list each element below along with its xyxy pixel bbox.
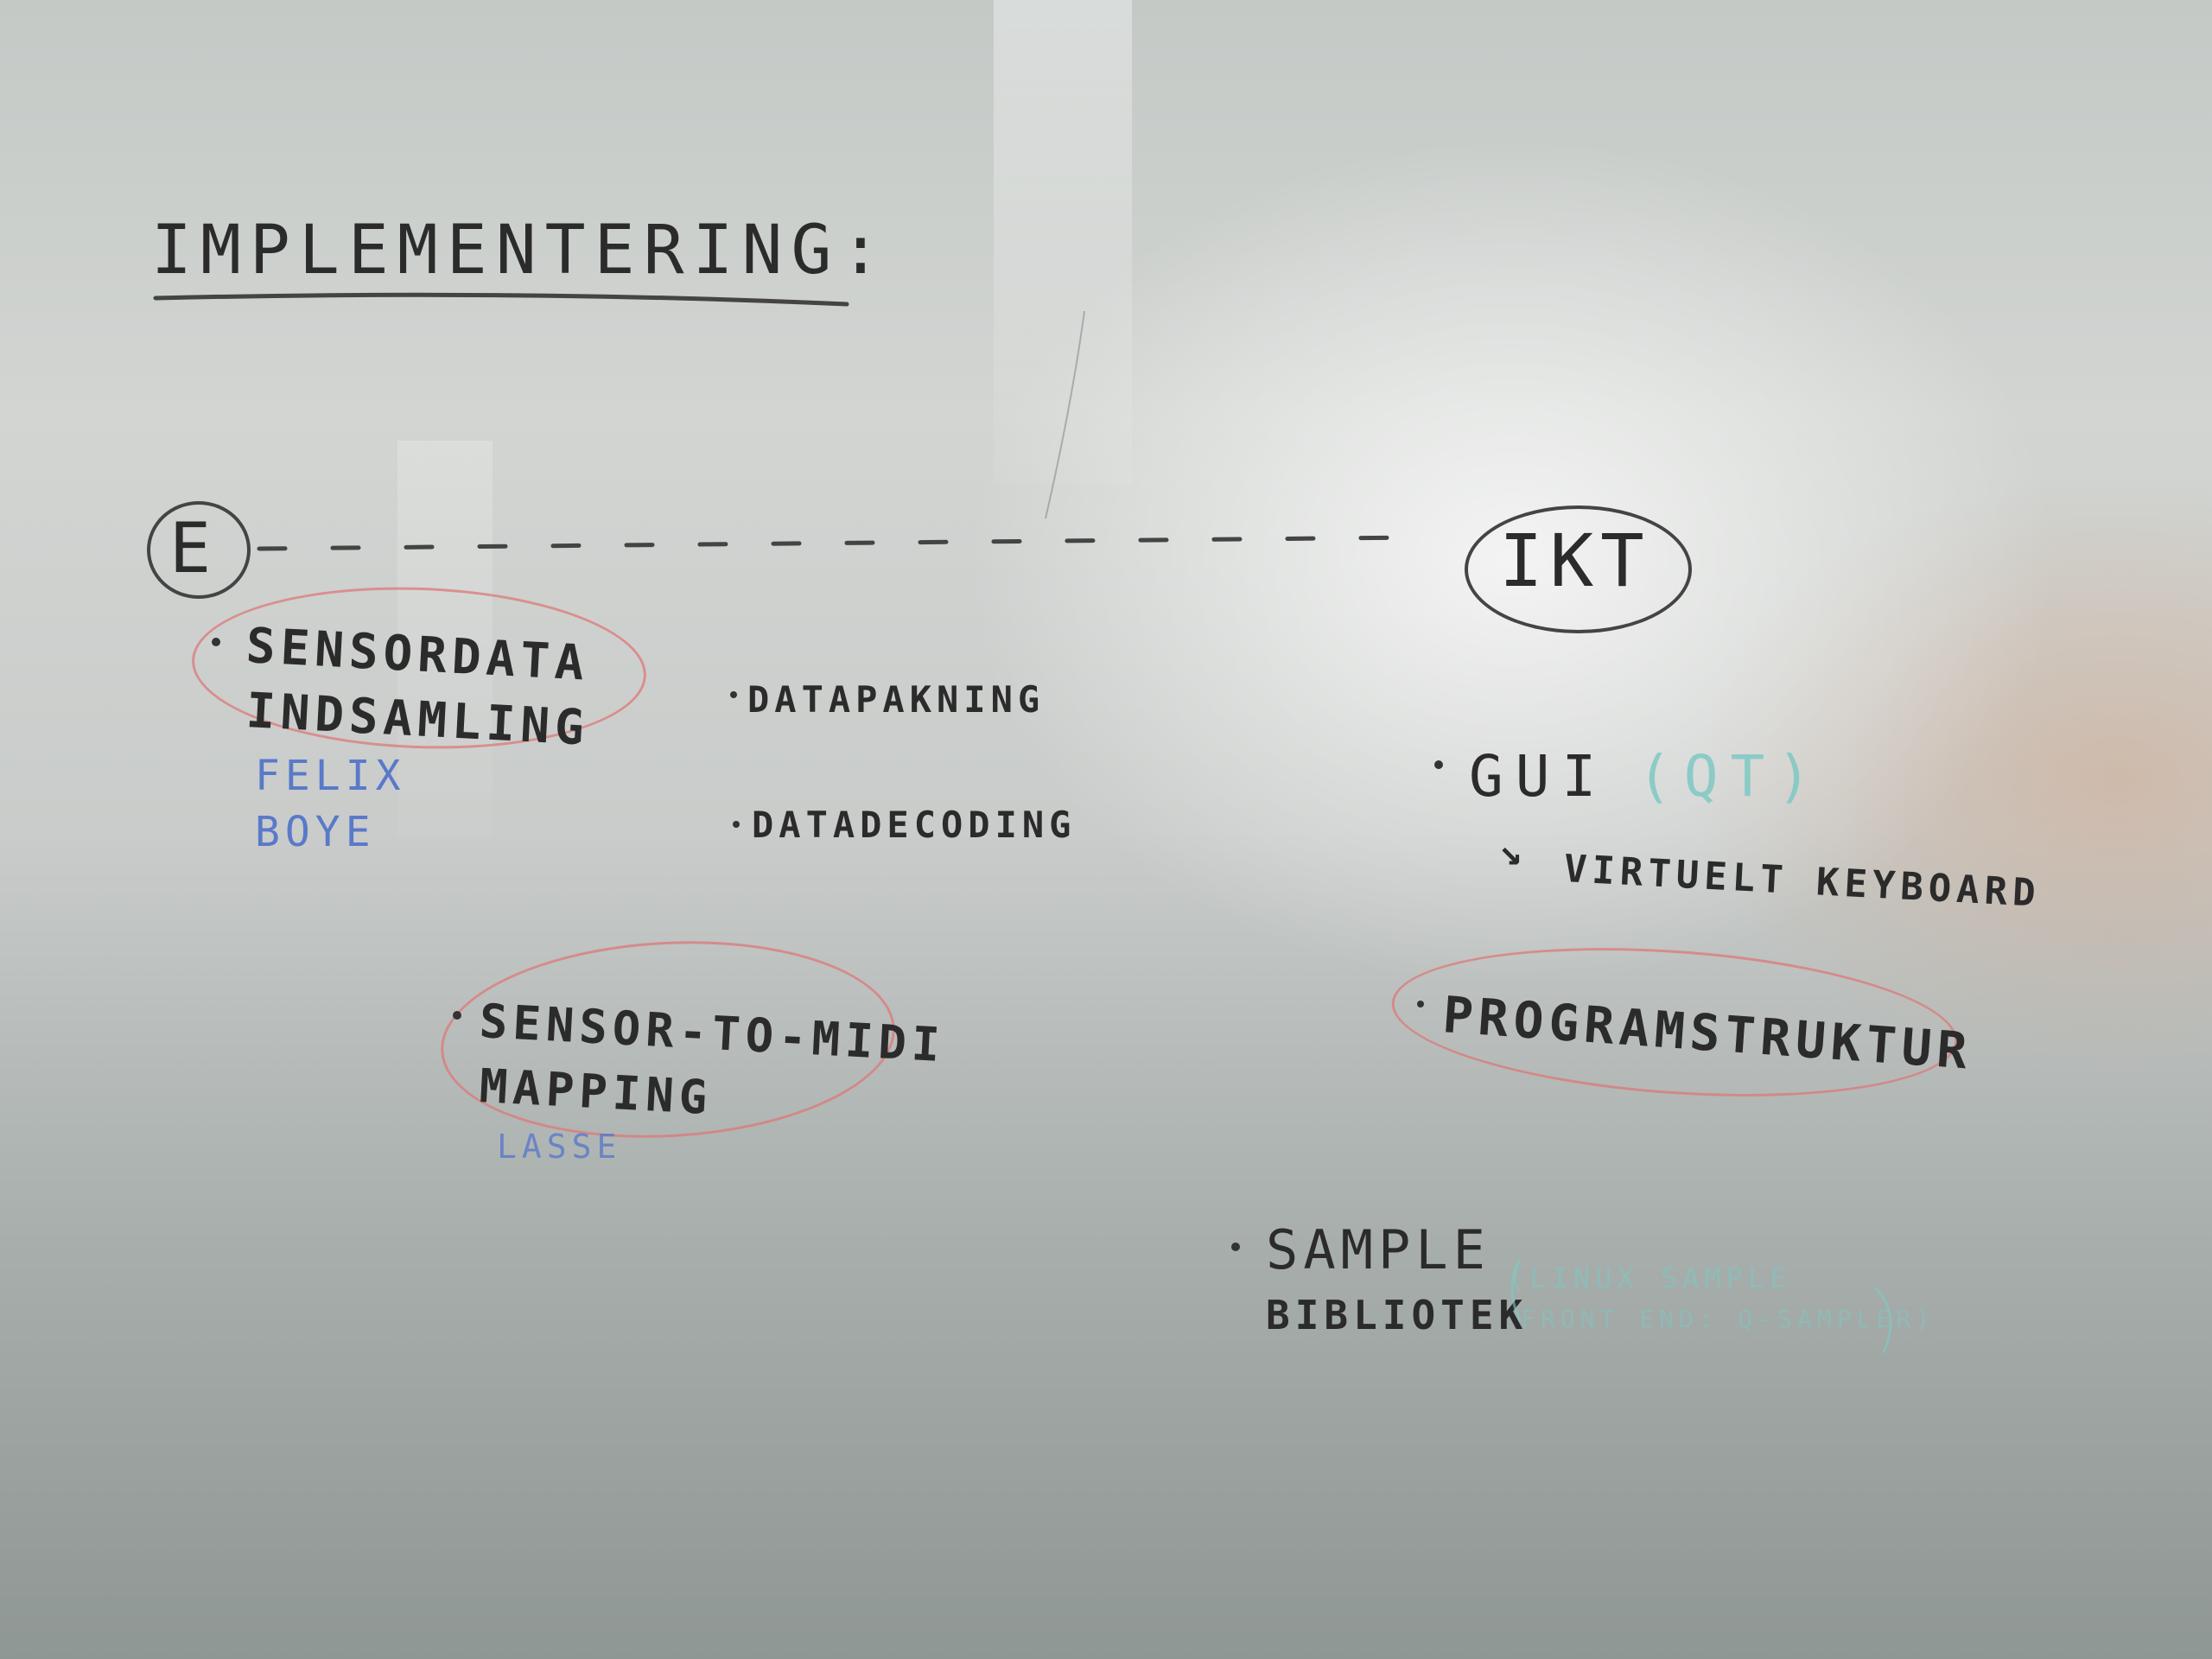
programstruktur-bullet (1417, 1001, 1424, 1007)
sensor-midi-name: LASSE (497, 1128, 622, 1166)
datapakning: DATAPAKNING (747, 678, 1046, 721)
node-e-label: E (169, 508, 217, 588)
sample-note-bracket-right (1873, 1286, 1892, 1353)
sensor-midi-bullet (453, 1011, 461, 1020)
sample-line1: SAMPLE (1266, 1218, 1491, 1281)
dashed-connector (257, 535, 1420, 551)
gui-label: GUI (1469, 743, 1609, 810)
gui-note: (QT) (1637, 743, 1823, 810)
sample-line2: BIBLIOTEK (1266, 1292, 1529, 1338)
datadecoding-bullet (733, 821, 740, 828)
heading-underline (153, 292, 849, 307)
heading: IMPLEMENTERING: (151, 212, 890, 289)
gui-bullet (1434, 760, 1443, 769)
datapakning-bullet (730, 691, 737, 698)
datadecoding: DATADECODING (752, 804, 1077, 846)
sample-bullet (1231, 1243, 1240, 1251)
sample-note-bracket (1510, 1256, 1522, 1323)
sample-note-line2: FRONT END: Q-SAMPLER) (1521, 1305, 1936, 1333)
reflection-crack (1045, 310, 1085, 519)
sample-note-line1: (LINUX SAMPLE (1508, 1262, 1792, 1294)
virtuelt-arrow-icon: ↘ (1499, 830, 1528, 874)
node-e-circle (147, 501, 251, 599)
sensordata-name2: BOYE (255, 808, 376, 856)
sensordata-name1: FELIX (255, 752, 406, 800)
node-ikt-label: IKT (1499, 518, 1651, 603)
sensordata-bullet (212, 638, 220, 646)
node-ikt-circle (1465, 505, 1692, 633)
